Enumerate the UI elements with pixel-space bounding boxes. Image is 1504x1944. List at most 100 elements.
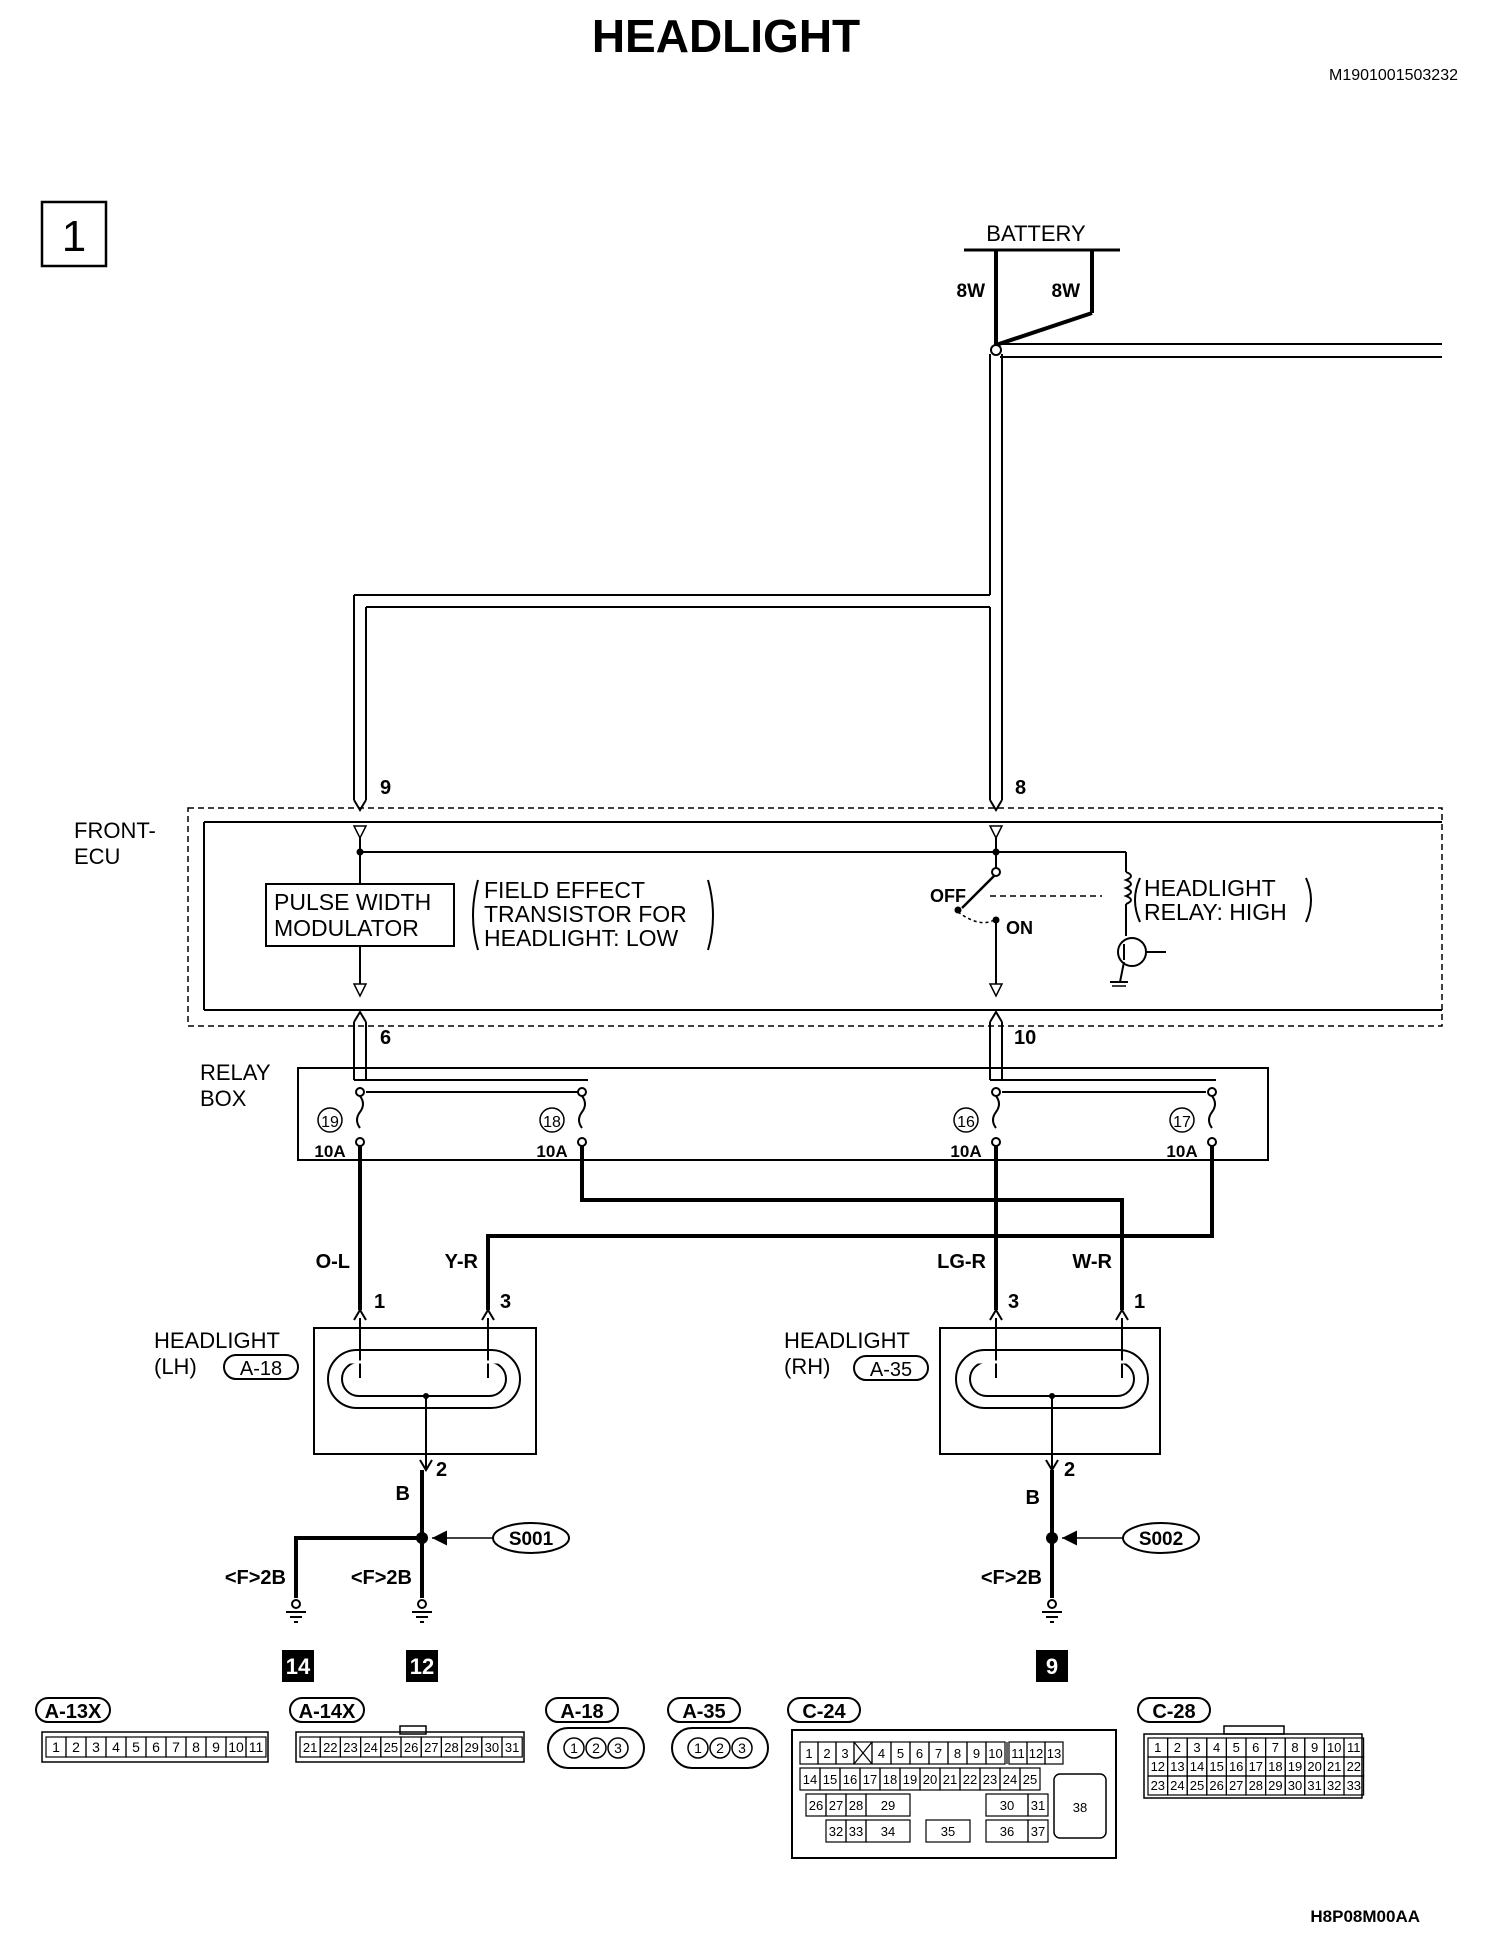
c28-pin-label: 32 — [1327, 1778, 1341, 1793]
c28-pin-label: 14 — [1190, 1759, 1204, 1774]
c24-pin-label: 19 — [903, 1772, 917, 1787]
c28-pin-label: 19 — [1288, 1759, 1302, 1774]
a13x-pin-label: 6 — [152, 1739, 160, 1755]
c28-pin-label: 9 — [1311, 1740, 1318, 1755]
c24-pin-label: 12 — [1029, 1746, 1043, 1761]
conn-a18-name: A-18 — [560, 1701, 603, 1723]
section-number: 1 — [62, 212, 86, 261]
wire-w-r: W-R — [1072, 1251, 1112, 1273]
c24-pin-label: 15 — [823, 1772, 837, 1787]
ground-lh: 2 B S001 <F>2B <F>2B 14 12 — [225, 1459, 570, 1682]
ecu-label-line1: FRONT- — [74, 818, 156, 843]
a14x-pin-label: 30 — [485, 1740, 499, 1755]
relay-box-label-line2: BOX — [200, 1086, 247, 1111]
c28-pin-label: 1 — [1154, 1740, 1161, 1755]
pwm-line1: PULSE WIDTH — [274, 889, 431, 915]
svg-text:17: 17 — [1173, 1114, 1191, 1131]
c24-pin-label: 26 — [809, 1798, 823, 1813]
conn-a14x-name: A-14X — [299, 1701, 356, 1723]
a14x-pin-label: 25 — [384, 1740, 398, 1755]
lh-pin-2: 2 — [436, 1459, 447, 1481]
c28-pin-label: 18 — [1268, 1759, 1282, 1774]
a18-pin-cell — [563, 1737, 585, 1759]
c24-pin-label: 3 — [841, 1746, 848, 1761]
c28-pin-label: 16 — [1229, 1759, 1243, 1774]
c28-pin-label: 21 — [1327, 1759, 1341, 1774]
relay-box: RELAY BOX 19 10A 18 10A 16 10A 17 10A — [200, 1060, 1269, 1161]
c28-pin-label: 5 — [1233, 1740, 1240, 1755]
c24-pin-cell — [865, 1793, 911, 1817]
c28-pin-label: 7 — [1272, 1740, 1279, 1755]
a14x-pin-label: 27 — [424, 1740, 438, 1755]
a13x-pin-label: 1 — [52, 1739, 60, 1755]
lh-pin-1: 1 — [374, 1291, 385, 1313]
c24-pin-label: 30 — [1000, 1798, 1014, 1813]
a14x-pin-label: 31 — [505, 1740, 519, 1755]
c28-pin-label: 8 — [1291, 1740, 1298, 1755]
lh-connector: A-18 — [240, 1358, 282, 1380]
svg-text:18: 18 — [543, 1114, 561, 1131]
fuse-19 — [317, 1107, 343, 1133]
c24-pin-label: 1 — [805, 1746, 812, 1761]
wire-b-left: B — [396, 1483, 410, 1505]
headlight-lh: 1 3 HEADLIGHT (LH) A-18 — [154, 1291, 537, 1468]
svg-text:10A: 10A — [536, 1142, 567, 1161]
a14x-pin-cell — [501, 1736, 523, 1758]
svg-text:10A: 10A — [1166, 1142, 1197, 1161]
a18-pin-label: 3 — [614, 1740, 622, 1756]
c24-pin-cell — [925, 1819, 971, 1843]
a14x-pin-label: 28 — [444, 1740, 458, 1755]
a14x-pin-label: 23 — [343, 1740, 357, 1755]
relay-box-label-line1: RELAY — [200, 1060, 271, 1085]
a14x-pin-label: 29 — [464, 1740, 478, 1755]
a14x-pin-label: 24 — [363, 1740, 377, 1755]
c24-pin-label: 13 — [1047, 1746, 1061, 1761]
c24-pin-label: 35 — [941, 1824, 955, 1839]
conn-c28-name: C-28 — [1152, 1701, 1195, 1723]
c24-pin-label: 32 — [829, 1824, 843, 1839]
c28-pin-label: 28 — [1249, 1778, 1263, 1793]
page-title: HEADLIGHT — [592, 10, 860, 62]
fuse-18 — [539, 1107, 565, 1133]
conn-c24-name: C-24 — [802, 1701, 846, 1723]
relay-high-line2: RELAY: HIGH — [1144, 899, 1287, 925]
a13x-pin-label: 10 — [228, 1739, 244, 1755]
ecu-output-wires — [353, 1010, 1003, 1080]
a35-pin-label: 1 — [694, 1740, 702, 1756]
a13x-pin-label: 2 — [72, 1739, 80, 1755]
splice-s002: S002 — [1139, 1529, 1183, 1550]
c24-pin-label: 6 — [916, 1746, 923, 1761]
c28-pin-label: 2 — [1174, 1740, 1181, 1755]
splice-s001: S001 — [509, 1529, 554, 1550]
c24-pin-label: 24 — [1003, 1772, 1017, 1787]
c28-pin-label: 15 — [1209, 1759, 1223, 1774]
ecu-pin-9: 9 — [380, 777, 391, 799]
conn-a35-name: A-35 — [682, 1701, 725, 1723]
wire-y-r: Y-R — [445, 1251, 479, 1273]
c24-pin-label: 17 — [863, 1772, 877, 1787]
c24-pin-label: 28 — [849, 1798, 863, 1813]
a35-pin-label: 3 — [738, 1740, 746, 1756]
a35-pin-cell — [731, 1737, 753, 1759]
wire-o-l: O-L — [316, 1251, 350, 1273]
rh-label-line2: (RH) — [784, 1354, 830, 1379]
c28-pin-label: 23 — [1151, 1778, 1165, 1793]
c24-pin-cell — [1044, 1741, 1064, 1765]
rh-pin-3: 3 — [1008, 1291, 1019, 1313]
a13x-pin-label: 5 — [132, 1739, 140, 1755]
ecu-pin-10: 10 — [1014, 1027, 1036, 1049]
ground-num-c: 9 — [1046, 1654, 1058, 1679]
c24-pin-label: 34 — [881, 1824, 895, 1839]
a13x-pin-label: 11 — [249, 1739, 264, 1755]
battery-wire-right: 8W — [1052, 281, 1081, 302]
battery-label: BATTERY — [986, 221, 1086, 246]
document-id: M1901001503232 — [1329, 67, 1458, 84]
c24-pin-cell — [1027, 1793, 1049, 1817]
c28-pin-label: 29 — [1268, 1778, 1282, 1793]
supply-wires — [353, 343, 1442, 812]
c28-pin-label: 20 — [1307, 1759, 1321, 1774]
